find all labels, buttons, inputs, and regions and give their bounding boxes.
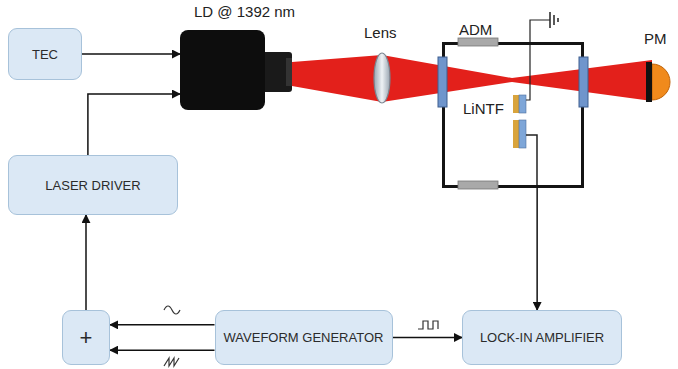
signal-arrow: [110, 349, 215, 351]
signal-arrow: [82, 53, 180, 55]
lens: [374, 53, 390, 103]
generator-box: WAVEFORM GENERATOR: [215, 310, 393, 365]
part-label: PM: [644, 30, 667, 47]
signal-arrow: [110, 324, 215, 326]
node-text: ADM: [459, 21, 492, 38]
part-label: Lens: [364, 24, 397, 41]
power-meter-face: [646, 62, 652, 102]
sawtooth-symbol: [164, 358, 179, 366]
gas-cell: ADMLiNTF: [442, 42, 584, 188]
ground-wire: [526, 20, 550, 100]
node-text: TEC: [32, 47, 58, 62]
node-text: LASER DRIVER: [45, 178, 140, 193]
node-text: LD @ 1392 nm: [194, 3, 295, 20]
signal-arrow: [393, 337, 463, 339]
power-meter: [652, 64, 670, 100]
laser-beam: [292, 55, 382, 102]
node-text: LOCK-IN AMPLIFIER: [480, 330, 604, 345]
node-text: +: [80, 325, 93, 351]
lockin-box: LOCK-IN AMPLIFIER: [462, 310, 622, 365]
signal-arrow: [85, 215, 87, 310]
electrode: [513, 95, 519, 113]
laser-nose: [262, 52, 292, 92]
signal-arrow: [88, 94, 180, 155]
adder-box: +: [62, 310, 110, 365]
ground-symbol: [553, 15, 555, 25]
ground-symbol: [557, 18, 559, 22]
laser-aperture: [286, 58, 292, 86]
square-wave-symbol: [418, 321, 438, 329]
node-text: WAVEFORM GENERATOR: [224, 330, 384, 345]
electrode: [519, 95, 526, 113]
controller-box: TEC: [8, 28, 82, 80]
node-text: LiNTF: [463, 100, 504, 117]
ground-symbol: [549, 12, 551, 28]
laser-diode: LD @ 1392 nm: [180, 30, 265, 110]
sine-symbol: [164, 306, 180, 314]
signal-arrow: [536, 188, 538, 310]
electrode: [513, 120, 519, 148]
signal-wire: [526, 135, 537, 185]
driver-box: LASER DRIVER: [8, 155, 178, 215]
laser-beam: [382, 55, 512, 102]
electrode: [519, 120, 526, 148]
